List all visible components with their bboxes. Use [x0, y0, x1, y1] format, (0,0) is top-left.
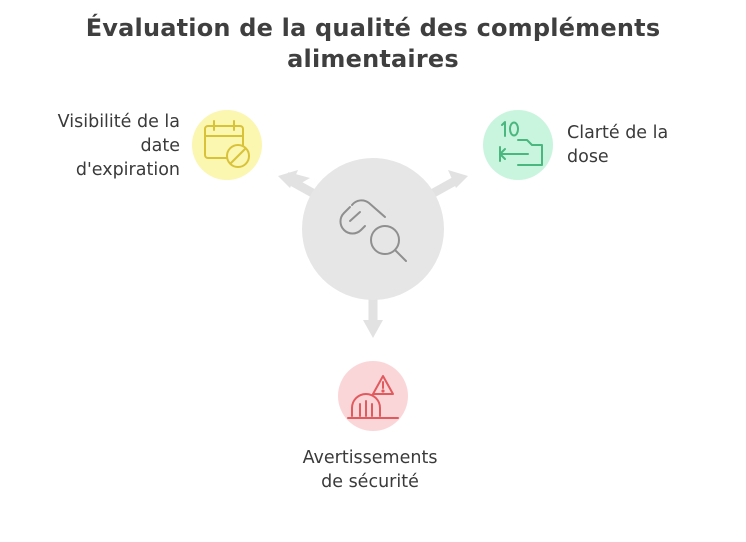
calendar-blocked-icon	[204, 120, 250, 168]
node-left-label-line: d'expiration	[75, 160, 180, 180]
arrow-to-right	[425, 170, 468, 200]
node-right-label-line: Clarté de la	[567, 123, 669, 143]
node-left-label-line: date	[140, 136, 180, 156]
title-line-2: alimentaires	[287, 45, 459, 73]
arrow-to-bottom	[363, 296, 383, 338]
node-bottom-label: Avertissements de sécurité	[270, 446, 470, 494]
dose-measure-icon	[499, 121, 543, 166]
title-line-1: Évaluation de la qualité des compléments	[85, 14, 661, 42]
diagram-title: Évaluation de la qualité des compléments…	[0, 13, 746, 75]
warning-hazard-icon	[347, 375, 399, 419]
node-left-label: Visibilité de la date d'expiration	[20, 110, 180, 182]
node-left-circle	[192, 110, 262, 180]
node-left-label-line: Visibilité de la	[57, 112, 180, 132]
node-bottom-label-line: Avertissements	[302, 448, 438, 468]
node-bottom-label-line: de sécurité	[321, 472, 419, 492]
node-right-label-line: dose	[567, 147, 609, 167]
node-right-label: Clarté de la dose	[567, 121, 727, 169]
node-right-circle	[483, 110, 553, 180]
arrow-to-left	[278, 170, 321, 200]
center-hub	[302, 158, 444, 300]
pill-search-icon	[339, 199, 407, 262]
